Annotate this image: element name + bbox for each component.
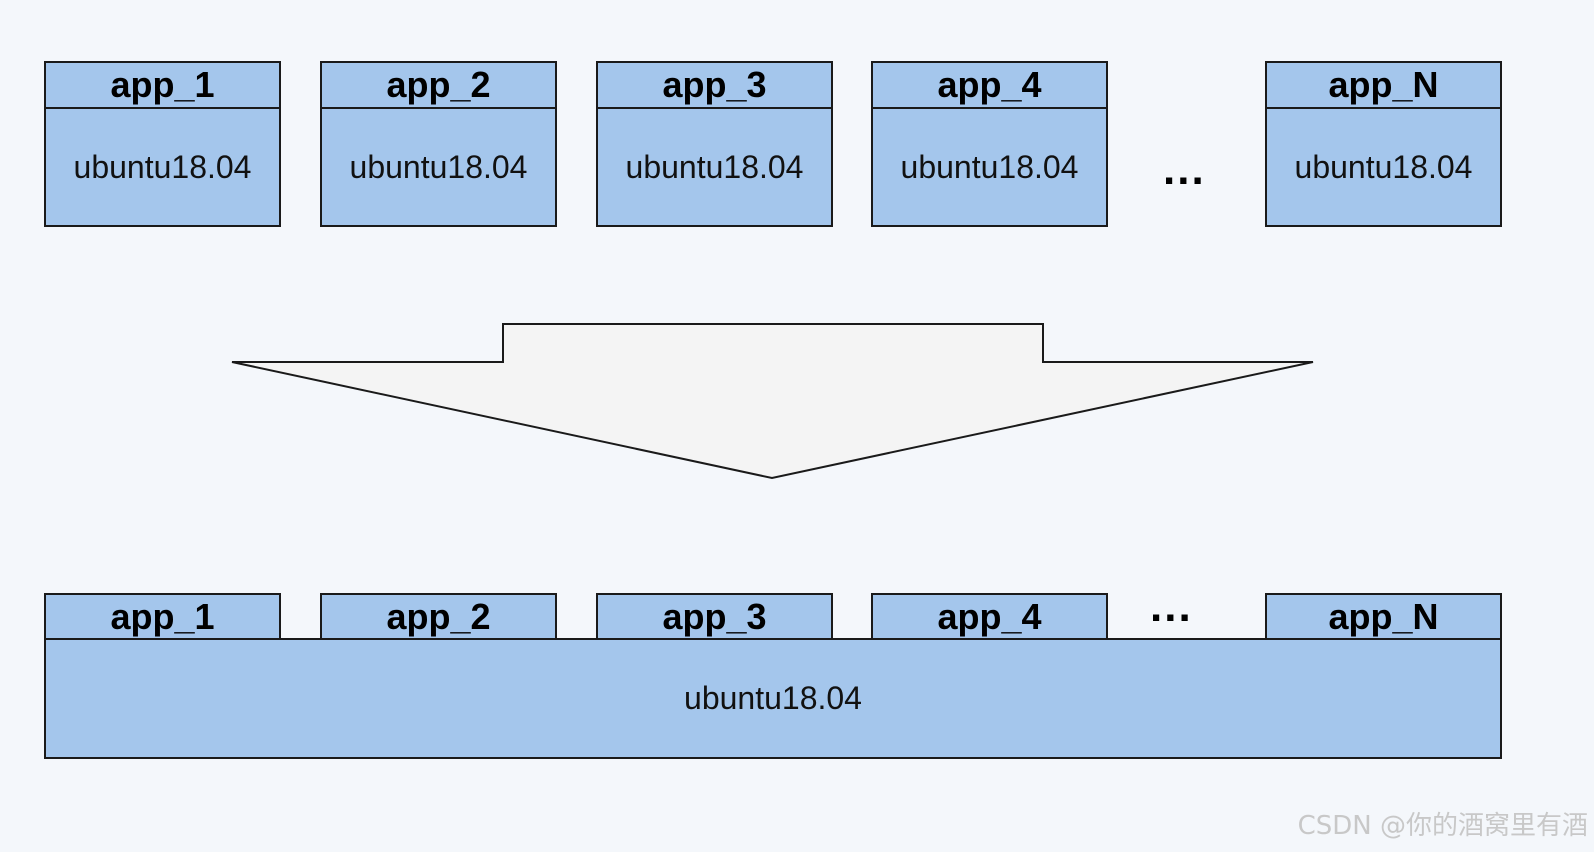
app-tab-1: app_1 bbox=[44, 593, 281, 640]
app-box-os: ubuntu18.04 bbox=[349, 148, 528, 185]
app-box-3: app_3 ubuntu18.04 bbox=[596, 61, 833, 227]
app-tab-3: app_3 bbox=[596, 593, 833, 640]
app-box-1: app_1 ubuntu18.04 bbox=[44, 61, 281, 227]
app-tab-2: app_2 bbox=[320, 593, 557, 640]
app-tab-4: app_4 bbox=[871, 593, 1108, 640]
shared-os-base: ubuntu18.04 bbox=[44, 638, 1502, 759]
app-box-os: ubuntu18.04 bbox=[900, 148, 1079, 185]
app-box-label: app_3 bbox=[598, 63, 831, 109]
app-box-n: app_N ubuntu18.04 bbox=[1265, 61, 1502, 227]
down-arrow-shape bbox=[231, 323, 1314, 480]
app-box-os: ubuntu18.04 bbox=[1294, 148, 1473, 185]
watermark: CSDN @你的酒窝里有酒 bbox=[1297, 811, 1588, 841]
app-box-label: app_N bbox=[1267, 63, 1500, 109]
top-ellipsis: ... bbox=[1163, 145, 1206, 194]
app-box-4: app_4 ubuntu18.04 bbox=[871, 61, 1108, 227]
app-box-label: app_2 bbox=[322, 63, 555, 109]
app-box-2: app_2 ubuntu18.04 bbox=[320, 61, 557, 227]
app-box-label: app_1 bbox=[46, 63, 279, 109]
bottom-ellipsis: ... bbox=[1150, 582, 1193, 631]
app-tab-n: app_N bbox=[1265, 593, 1502, 640]
app-box-os: ubuntu18.04 bbox=[625, 148, 804, 185]
app-box-label: app_4 bbox=[873, 63, 1106, 109]
app-box-os: ubuntu18.04 bbox=[73, 148, 252, 185]
